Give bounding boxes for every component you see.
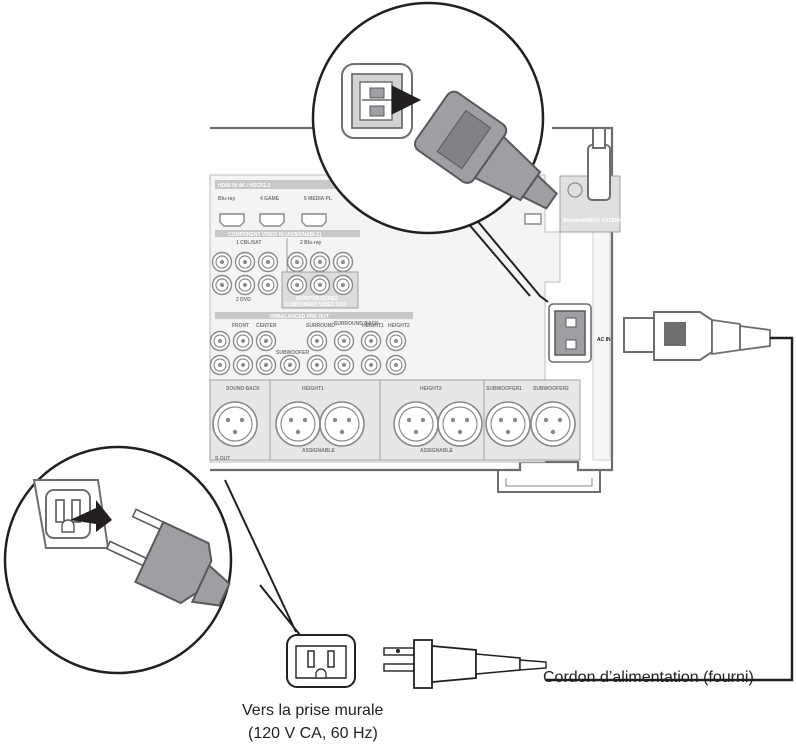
xlr-group-label: HEIGHT1 xyxy=(302,386,324,392)
arrow-icon xyxy=(70,500,112,532)
hdmi-input-label: 4 GAME xyxy=(260,196,280,202)
arrow-icon xyxy=(362,85,422,115)
component-group-label: 1 CBL/SAT xyxy=(236,240,261,246)
xlr-group-label: HEIGHT2 xyxy=(420,386,442,392)
xlr-group-label: SUBWOOFER2 xyxy=(533,386,569,392)
monitor-out-label: MONITOR/ZONE2 xyxy=(296,296,338,302)
hdmi-input-label: 5 MEDIA PL xyxy=(304,196,332,202)
zoom-detail-outlet xyxy=(3,445,301,675)
pre-out-channel: CENTER xyxy=(256,323,277,329)
wall-outlet-detail xyxy=(32,479,110,549)
pre-out-channel: SURROUND BACK xyxy=(334,321,379,327)
ac-in-label: AC IN xyxy=(597,337,611,343)
dvd-label: 2 DVD xyxy=(236,297,251,303)
pre-out-header: UNBALANCED PRE OUT xyxy=(270,314,329,320)
antenna-label: Bluetooth/Wi-Fi ANTENNA xyxy=(563,218,626,224)
pre-out-channel: FRONT xyxy=(232,323,249,329)
pre-out-channel: SURROUND xyxy=(306,323,335,329)
xlr-group-label: SOUND BACK xyxy=(226,386,260,392)
zoom-detail-inlet xyxy=(311,1,558,303)
assignable-label: ASSIGNABLE xyxy=(302,448,335,454)
power-inlet-icon xyxy=(548,303,592,363)
hdmi-input-label: Blu-ray xyxy=(218,196,235,202)
wall-outlet-icon xyxy=(286,634,356,688)
pre-out-channel: HEIGHT1 xyxy=(362,323,384,329)
component-group-label: 2 Blu-ray xyxy=(300,240,322,246)
hdmi-header: HDMI IN 4K / HDCP2.2 xyxy=(218,183,270,189)
cord-caption: Cordon d’alimentation (fourni) xyxy=(543,669,754,686)
antenna-icon xyxy=(559,127,621,233)
power-cord xyxy=(545,336,794,682)
xlr-group-label: SUBWOOFER1 xyxy=(486,386,522,392)
pre-out-channel: HEIGHT2 xyxy=(388,323,410,329)
ac-plug-icon xyxy=(383,639,547,689)
subwoofer-label: SUBWOOFER xyxy=(276,350,309,356)
component-out-label: COMPONENT VIDEO OUT xyxy=(285,302,346,308)
outlet-caption-line2: (120 V CA, 60 Hz) xyxy=(248,725,378,742)
outlet-caption-line1: Vers la prise murale xyxy=(242,702,384,719)
component-out-jacks xyxy=(286,274,354,296)
assignable-label: ASSIGNABLE xyxy=(420,448,453,454)
hdmi-ports xyxy=(219,213,542,227)
out-label: S OUT xyxy=(215,456,230,462)
iec-plug-icon xyxy=(623,311,771,361)
component-in-header: COMPONENT VIDEO IN (ASSIGNABLE) xyxy=(228,232,322,238)
